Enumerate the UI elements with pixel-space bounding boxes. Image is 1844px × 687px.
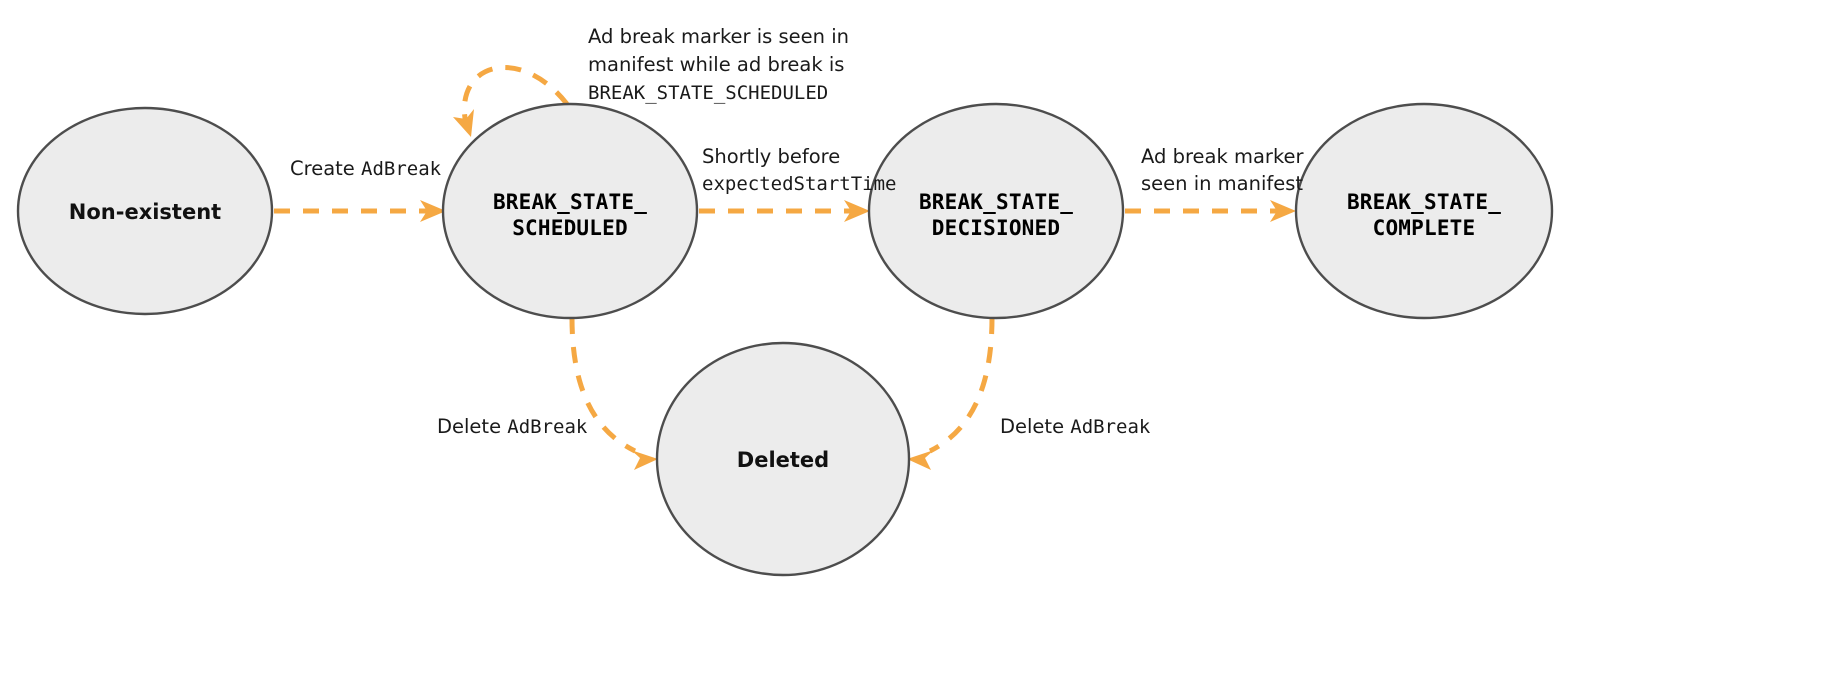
node-break-state-complete-label-line2: COMPLETE [1373, 216, 1476, 240]
edge-label-scheduled-to-deleted: Delete AdBreak [437, 415, 588, 438]
node-non-existent[interactable]: Non-existent [16, 106, 274, 316]
edge-decisioned-to-deleted-line [928, 317, 995, 454]
edge-scheduled-to-decisioned [699, 200, 870, 222]
edge-decisioned-to-deleted-arrowhead [907, 450, 934, 470]
node-break-state-complete-label-line1: BREAK_STATE_ [1347, 190, 1501, 214]
node-break-state-complete-shape [1294, 102, 1554, 320]
edge-label-decisioned-to-complete: Ad break marker seen in manifest [1141, 145, 1305, 195]
edge-decisioned-to-deleted [907, 317, 995, 470]
edge-label-create-adbreak-text: Create AdBreak [290, 157, 442, 180]
edge-self-loop-scheduled [453, 65, 569, 137]
node-break-state-decisioned-label-line2: DECISIONED [932, 216, 1060, 240]
edge-label-self-loop-scheduled: Ad break marker is seen in manifest whil… [588, 25, 849, 104]
node-deleted[interactable]: Deleted [655, 341, 911, 577]
edge-label-scheduled-to-deleted-part1: Delete [437, 415, 507, 438]
node-deleted-label: Deleted [737, 448, 829, 472]
edge-scheduled-to-deleted [569, 317, 658, 470]
edge-decisioned-to-complete [1125, 200, 1296, 222]
edge-decisioned-to-complete-arrowhead [1270, 200, 1296, 222]
edge-label-create-adbreak-part1: Create [290, 157, 361, 180]
edge-label-scheduled-to-decisioned: Shortly before expectedStartTime [702, 145, 896, 195]
edge-label-decisioned-to-deleted-text: Delete AdBreak [1000, 415, 1151, 438]
edge-label-create-adbreak-part2: AdBreak [361, 158, 442, 180]
edge-scheduled-to-deleted-arrowhead [631, 450, 658, 470]
edge-label-decisioned-to-deleted: Delete AdBreak [1000, 415, 1151, 438]
edge-label-scheduled-to-deleted-text: Delete AdBreak [437, 415, 588, 438]
edge-label-scheduled-to-deleted-part2: AdBreak [507, 416, 588, 438]
edge-label-self-loop-line2: manifest while ad break is [588, 53, 844, 76]
node-break-state-scheduled-shape [441, 102, 699, 320]
edge-label-decisioned-to-deleted-part2: AdBreak [1070, 416, 1151, 438]
node-break-state-complete[interactable]: BREAK_STATE_ COMPLETE [1294, 102, 1554, 320]
edge-scheduled-to-decisioned-arrowhead [844, 200, 870, 222]
edge-label-scheduled-to-decisioned-line1: Shortly before [702, 145, 840, 168]
edge-label-scheduled-to-decisioned-line2: expectedStartTime [702, 173, 896, 195]
node-non-existent-shape [16, 106, 274, 316]
edge-create-adbreak-arrowhead [420, 200, 446, 222]
edge-label-create-adbreak: Create AdBreak [290, 157, 442, 180]
edge-label-decisioned-to-complete-line2: seen in manifest [1141, 172, 1303, 195]
edge-create-adbreak [274, 200, 446, 222]
node-break-state-scheduled-label-line2: SCHEDULED [512, 216, 628, 240]
node-break-state-scheduled-label-line1: BREAK_STATE_ [493, 190, 647, 214]
node-break-state-decisioned-shape [867, 102, 1125, 320]
node-break-state-decisioned-label-line1: BREAK_STATE_ [919, 190, 1073, 214]
node-break-state-decisioned[interactable]: BREAK_STATE_ DECISIONED [867, 102, 1125, 320]
edge-label-decisioned-to-complete-line1: Ad break marker [1141, 145, 1305, 168]
edge-self-loop-scheduled-arrowhead [453, 109, 474, 137]
node-break-state-scheduled[interactable]: BREAK_STATE_ SCHEDULED [441, 102, 699, 320]
edge-scheduled-to-deleted-line [569, 317, 637, 454]
edge-label-decisioned-to-deleted-part1: Delete [1000, 415, 1070, 438]
node-deleted-shape [655, 341, 911, 577]
edge-label-self-loop-line1: Ad break marker is seen in [588, 25, 849, 48]
node-non-existent-label: Non-existent [69, 200, 221, 224]
edge-label-self-loop-line3: BREAK_STATE_SCHEDULED [588, 82, 828, 104]
